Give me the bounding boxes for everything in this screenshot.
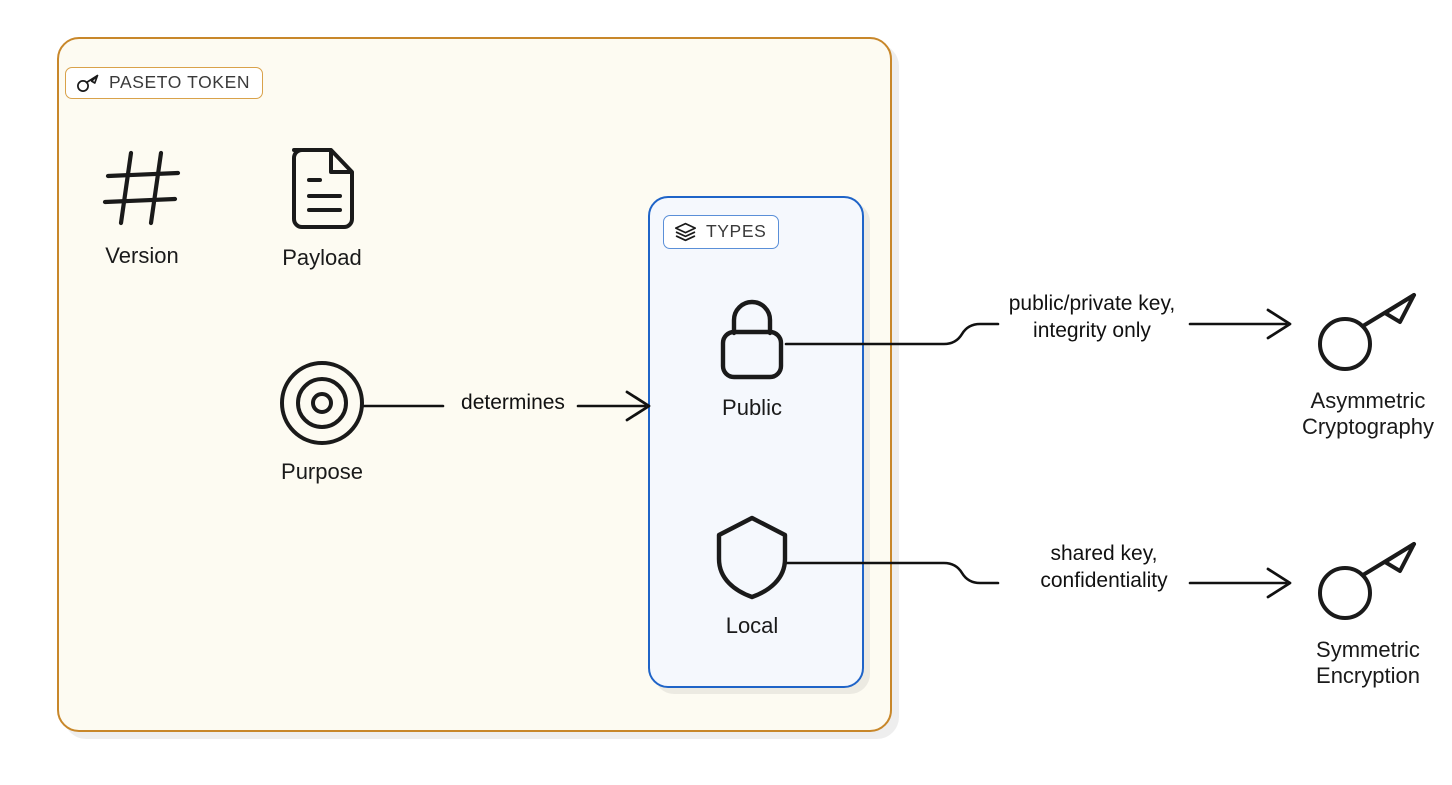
node-local[interactable]: Local bbox=[692, 513, 812, 639]
node-symmetric-encryption[interactable]: Symmetric Encryption bbox=[1288, 541, 1448, 688]
node-payload-label: Payload bbox=[282, 245, 362, 270]
node-public-label: Public bbox=[722, 395, 782, 420]
hash-icon bbox=[99, 145, 185, 231]
edge-label-local-to-symmetric: shared key, confidentiality bbox=[1040, 542, 1168, 592]
node-version-label: Version bbox=[105, 243, 179, 268]
key-icon bbox=[1314, 292, 1422, 372]
node-purpose-label: Purpose bbox=[281, 459, 363, 484]
node-purpose[interactable]: Purpose bbox=[262, 359, 382, 485]
layers-icon bbox=[674, 222, 697, 242]
node-symmetric-encryption-label: Symmetric Encryption bbox=[1316, 637, 1420, 688]
edge-label-determines: determines bbox=[461, 391, 565, 414]
types-group-badge: TYPES bbox=[663, 215, 780, 249]
types-group bbox=[648, 196, 864, 688]
node-version[interactable]: Version bbox=[86, 145, 198, 269]
shield-icon bbox=[712, 513, 792, 601]
lock-icon bbox=[710, 295, 794, 383]
node-local-label: Local bbox=[725, 613, 779, 638]
node-asymmetric-cryptography-label: Asymmetric Cryptography bbox=[1301, 388, 1435, 439]
key-icon bbox=[1314, 541, 1422, 621]
node-public[interactable]: Public bbox=[692, 295, 812, 421]
node-asymmetric-cryptography[interactable]: Asymmetric Cryptography bbox=[1288, 292, 1448, 439]
target-icon bbox=[278, 359, 366, 447]
paseto-token-group-badge: PASETO TOKEN bbox=[65, 67, 264, 99]
document-icon bbox=[285, 145, 359, 233]
node-payload[interactable]: Payload bbox=[262, 145, 382, 271]
key-icon bbox=[76, 74, 100, 92]
types-group-label: TYPES bbox=[706, 221, 767, 242]
paseto-token-group-label: PASETO TOKEN bbox=[109, 72, 251, 93]
edge-label-public-to-asymmetric: public/private key, integrity only bbox=[1008, 292, 1176, 342]
